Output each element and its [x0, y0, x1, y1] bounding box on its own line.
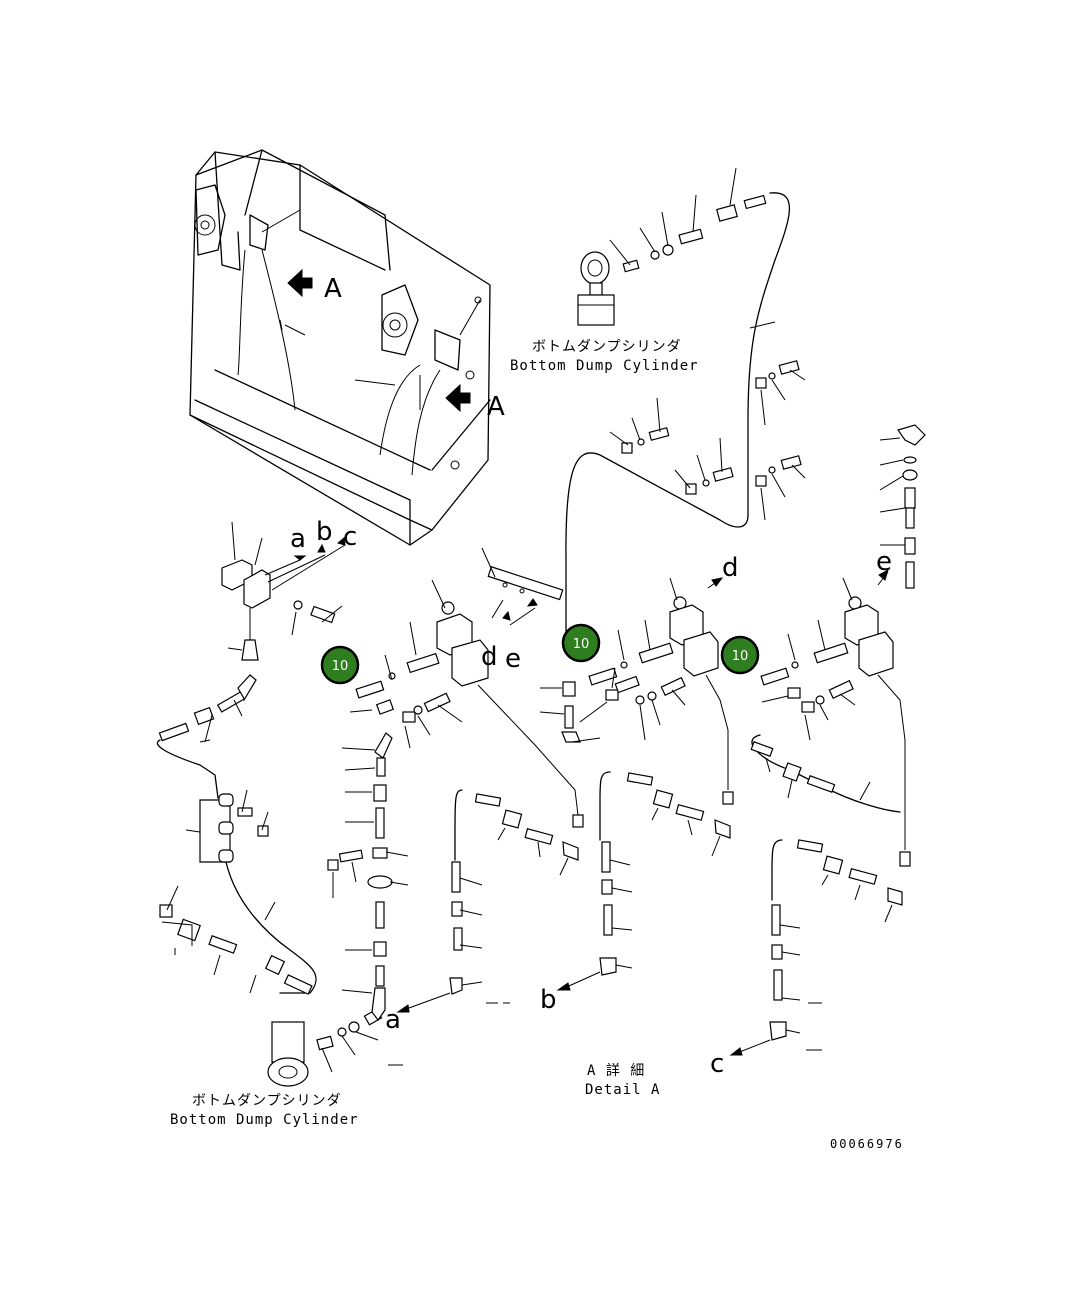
- detail-a-caption-jp: A 詳 細: [587, 1063, 645, 1079]
- bottom-dump-cylinder-bottom: [267, 1008, 403, 1087]
- pipe-chain-right: [486, 839, 903, 1056]
- view-a-label-side: A: [487, 392, 505, 422]
- document-number: 00066976: [830, 1137, 904, 1151]
- callout-badge-left[interactable]: 10: [320, 645, 360, 685]
- callout-badge-right[interactable]: 10: [720, 635, 760, 675]
- label-e: e: [505, 644, 521, 674]
- cylinder-bottom-caption-jp: ボトムダンプシリンダ: [192, 1093, 342, 1109]
- pipe-stack-left: [327, 732, 409, 1022]
- label-d: d: [481, 642, 498, 672]
- cylinder-top-caption-jp: ボトムダンプシリンダ: [532, 339, 682, 355]
- label-d-right: d: [722, 553, 739, 583]
- label-e-right: e: [876, 547, 892, 577]
- label-b-bottom: b: [540, 985, 557, 1015]
- callout-badge-right-label: 10: [732, 649, 749, 664]
- cylinder-bottom-caption-en: Bottom Dump Cylinder: [170, 1112, 359, 1128]
- label-c-bottom: c: [710, 1049, 724, 1079]
- valve-assembly-center: [539, 577, 734, 805]
- valve-assembly-right: [750, 568, 911, 867]
- cylinder-top-caption-en: Bottom Dump Cylinder: [510, 358, 699, 374]
- machine-body-view: [189, 149, 491, 546]
- label-a: a: [290, 524, 306, 554]
- pipe-chain-middle: [396, 789, 579, 1013]
- hardware-cluster-middle: [609, 360, 806, 521]
- bottom-dump-cylinder-top: [565, 167, 791, 641]
- label-b: b: [316, 517, 333, 547]
- fitting-stack-right: [879, 424, 926, 589]
- left-bracket-assembly: [221, 521, 346, 661]
- callout-badge-center[interactable]: 10: [561, 623, 601, 663]
- label-c: c: [343, 522, 357, 552]
- detail-a-caption-en: Detail A: [585, 1082, 660, 1098]
- label-a-bottom: a: [385, 1005, 401, 1035]
- callout-badge-center-label: 10: [573, 637, 590, 652]
- view-a-label-top: A: [324, 274, 342, 304]
- left-hose-run: [156, 674, 317, 995]
- valve-assembly-left: [349, 547, 584, 828]
- pipe-chain-center: [556, 771, 731, 991]
- callout-badge-left-label: 10: [332, 659, 349, 674]
